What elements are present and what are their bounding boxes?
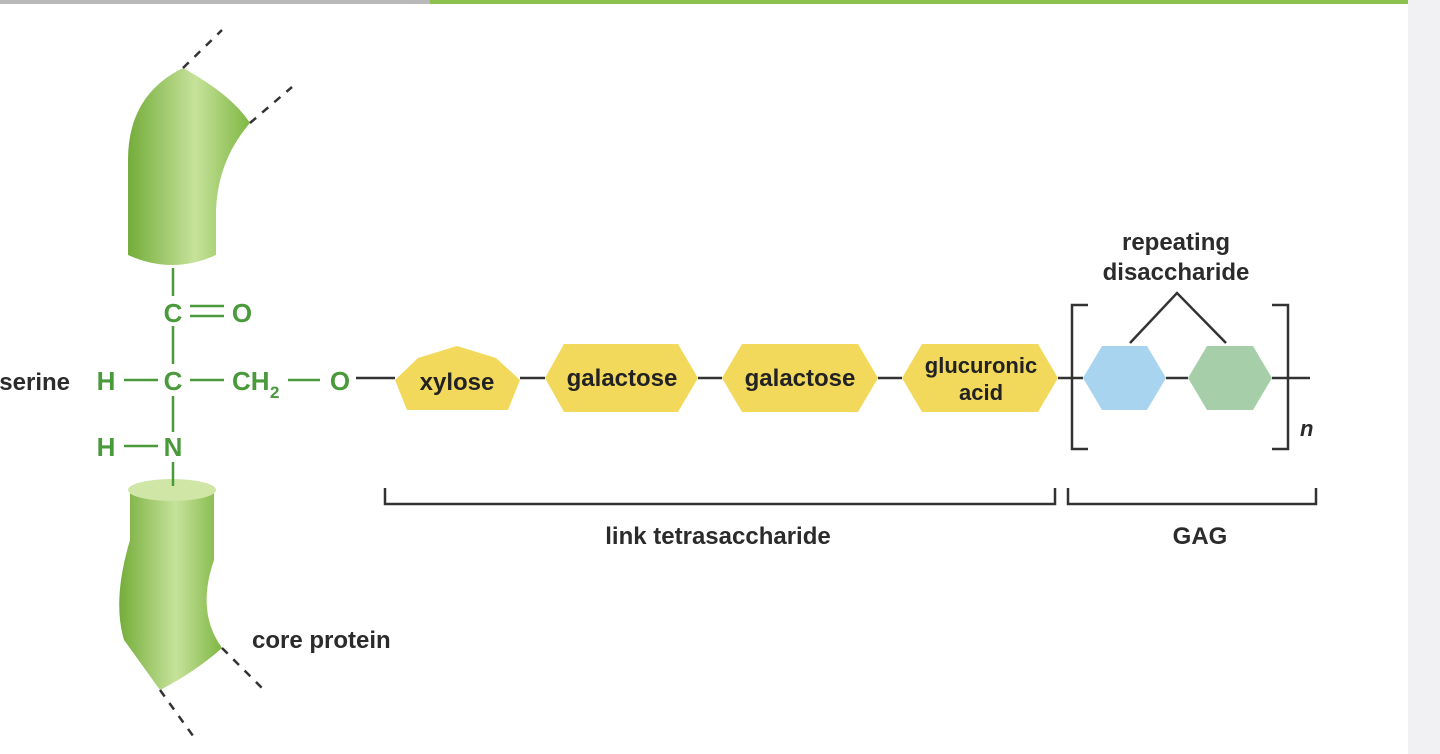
- link-tetrasaccharide-label: link tetrasaccharide: [605, 523, 830, 550]
- serine-bonds: [124, 268, 320, 486]
- galactose-2-label: galactose: [745, 365, 856, 392]
- methylene-subscript: 2: [270, 383, 279, 402]
- carbonyl-oxygen: O: [232, 298, 252, 328]
- alpha-hydrogen: H: [97, 366, 116, 396]
- repeat-bracket: [1070, 303, 1290, 451]
- repeating-label: repeating: [1122, 229, 1230, 256]
- glucuronic-label: glucuronic: [925, 353, 1037, 378]
- core-protein-upper: [128, 29, 293, 265]
- n-subscript: n: [1300, 416, 1313, 441]
- core-protein-label: core protein: [252, 627, 391, 654]
- gag-unit-green: [1188, 346, 1272, 410]
- galactose-1-label: galactose: [567, 365, 678, 392]
- alpha-carbon: C: [164, 366, 183, 396]
- sugar-xylose: xylose: [395, 346, 520, 410]
- xylose-label: xylose: [420, 369, 495, 396]
- core-protein-lower: [119, 479, 263, 741]
- gag-label: GAG: [1173, 523, 1228, 550]
- serine-chemistry: C O H C CH 2 O H N: [97, 298, 351, 462]
- disaccharide-label: disaccharide: [1103, 259, 1250, 286]
- disaccharide-pointer: [1129, 291, 1227, 344]
- sugar-glucuronic-acid: glucuronic acid: [902, 344, 1058, 412]
- right-scroll-panel[interactable]: [1408, 0, 1440, 754]
- methylene-group: CH: [232, 366, 270, 396]
- serine-label: serine: [0, 369, 70, 396]
- linking-oxygen: O: [330, 366, 350, 396]
- carbonyl-carbon: C: [164, 298, 183, 328]
- proteoglycan-diagram: C O H C CH 2 O H N xylose galactose: [0, 29, 1318, 741]
- top-progress-bar: [430, 0, 1408, 4]
- top-progress-track: [0, 0, 430, 4]
- amine-nitrogen: N: [164, 432, 183, 462]
- acid-label: acid: [959, 380, 1003, 405]
- gag-unit-blue: [1083, 346, 1166, 410]
- under-brackets: [383, 488, 1318, 506]
- sugar-galactose-2: galactose: [722, 344, 878, 412]
- amine-hydrogen: H: [97, 432, 116, 462]
- sugar-galactose-1: galactose: [545, 344, 698, 412]
